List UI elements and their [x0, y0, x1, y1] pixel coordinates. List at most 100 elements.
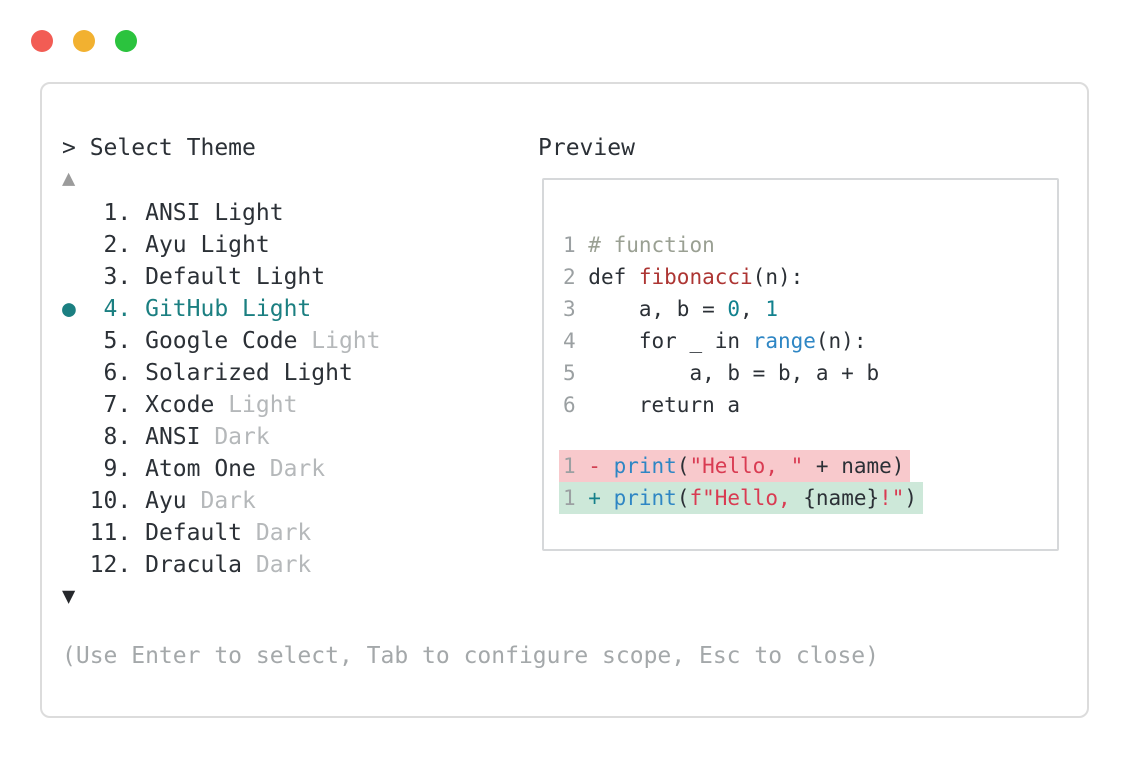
token: 0	[727, 297, 741, 321]
item-name: Dracula	[145, 552, 243, 578]
token: (	[676, 454, 690, 478]
help-text: (Use Enter to select, Tab to configure s…	[62, 643, 879, 669]
item-name: Ayu	[145, 488, 187, 514]
item-name: GitHub Light	[145, 296, 312, 322]
item-number: 6.	[89, 360, 146, 386]
item-name: Atom One	[145, 456, 256, 482]
item-variant: Dark	[255, 456, 326, 482]
item-variant: Dark	[242, 520, 312, 546]
theme-item-12[interactable]: 12. Dracula Dark	[62, 549, 381, 581]
item-number: 4.	[89, 296, 146, 322]
diff-sign: +	[588, 486, 614, 510]
diff-line-removed: 1 - print("Hello, " + name)	[559, 450, 911, 482]
token: + name)	[803, 454, 905, 478]
marker	[62, 424, 90, 450]
theme-list: 1. ANSI Light 2. Ayu Light 3. Default Li…	[62, 197, 381, 581]
minimize-button[interactable]	[73, 30, 95, 52]
item-number: 9.	[89, 456, 146, 482]
item-variant: Light	[214, 392, 298, 418]
item-variant: Light	[297, 328, 381, 354]
token: return a	[588, 393, 741, 417]
item-number: 1.	[89, 200, 146, 226]
item-number: 12.	[89, 552, 146, 578]
theme-item-10[interactable]: 10. Ayu Dark	[62, 485, 381, 517]
marker	[62, 360, 90, 386]
token: print	[613, 454, 677, 478]
diff-line-added: 1 + print(f"Hello, {name}!")	[559, 482, 924, 514]
theme-item-8[interactable]: 8. ANSI Dark	[62, 421, 381, 453]
marker	[62, 488, 90, 514]
theme-item-2[interactable]: 2. Ayu Light	[62, 229, 381, 261]
token: fibonacci	[638, 265, 753, 289]
token: f"Hello,	[689, 486, 804, 510]
item-number: 11.	[89, 520, 146, 546]
token: (n):	[815, 329, 867, 353]
marker	[62, 520, 90, 546]
line-number: 1	[563, 233, 589, 257]
token: 1	[765, 297, 778, 321]
token: )	[904, 486, 918, 510]
item-number: 5.	[89, 328, 146, 354]
token: ,	[740, 297, 766, 321]
marker	[62, 264, 90, 290]
code-line: 3 a, b = 0, 1	[563, 293, 879, 325]
theme-item-4[interactable]: ● 4. GitHub Light	[62, 293, 381, 325]
theme-item-7[interactable]: 7. Xcode Light	[62, 389, 381, 421]
diff-sign: -	[588, 454, 614, 478]
token: {name}	[803, 486, 880, 510]
token: range	[752, 329, 816, 353]
item-name: Ayu Light	[145, 232, 270, 258]
window-controls	[31, 30, 137, 52]
item-number: 3.	[89, 264, 146, 290]
zoom-button[interactable]	[115, 30, 137, 52]
code-line: 2 def fibonacci(n):	[563, 261, 879, 293]
scroll-up-icon[interactable]: ▲	[62, 166, 76, 191]
diff-preview: 1 - print("Hello, " + name)1 + print(f"H…	[559, 450, 924, 514]
theme-item-11[interactable]: 11. Default Dark	[62, 517, 381, 549]
line-number: 6	[563, 393, 589, 417]
theme-item-6[interactable]: 6. Solarized Light	[62, 357, 381, 389]
item-number: 8.	[89, 424, 146, 450]
theme-item-9[interactable]: 9. Atom One Dark	[62, 453, 381, 485]
select-theme-prompt: > Select Theme	[62, 135, 256, 161]
item-variant: Dark	[186, 488, 256, 514]
token: # function	[588, 233, 715, 257]
theme-item-5[interactable]: 5. Google Code Light	[62, 325, 381, 357]
scroll-down-icon[interactable]: ▼	[62, 584, 76, 609]
code-line: 1 # function	[563, 229, 879, 261]
item-name: ANSI	[145, 424, 201, 450]
line-number: 1	[563, 454, 589, 478]
theme-item-3[interactable]: 3. Default Light	[62, 261, 381, 293]
close-button[interactable]	[31, 30, 53, 52]
item-variant: Dark	[242, 552, 312, 578]
item-name: Google Code	[145, 328, 298, 354]
token: def	[588, 265, 639, 289]
marker	[62, 392, 90, 418]
marker	[62, 456, 90, 482]
token: !"	[879, 486, 905, 510]
line-number: 3	[563, 297, 589, 321]
code-line: 4 for _ in range(n):	[563, 325, 879, 357]
code-line: 6 return a	[563, 389, 879, 421]
preview-title: Preview	[538, 135, 635, 161]
line-number: 4	[563, 329, 589, 353]
marker	[62, 552, 90, 578]
code-line: 5 a, b = b, a + b	[563, 357, 879, 389]
line-number: 2	[563, 265, 589, 289]
token: a, b = b, a + b	[588, 361, 880, 385]
selected-bullet-icon: ●	[62, 296, 90, 322]
line-number: 5	[563, 361, 589, 385]
theme-item-1[interactable]: 1. ANSI Light	[62, 197, 381, 229]
item-name: Default	[145, 520, 243, 546]
item-name: Solarized Light	[145, 360, 353, 386]
marker	[62, 200, 90, 226]
token: for _ in	[588, 329, 753, 353]
token: (n):	[752, 265, 804, 289]
token: "Hello, "	[689, 454, 804, 478]
item-number: 7.	[89, 392, 146, 418]
token: print	[613, 486, 677, 510]
item-variant: Dark	[200, 424, 270, 450]
item-name: Default Light	[145, 264, 326, 290]
